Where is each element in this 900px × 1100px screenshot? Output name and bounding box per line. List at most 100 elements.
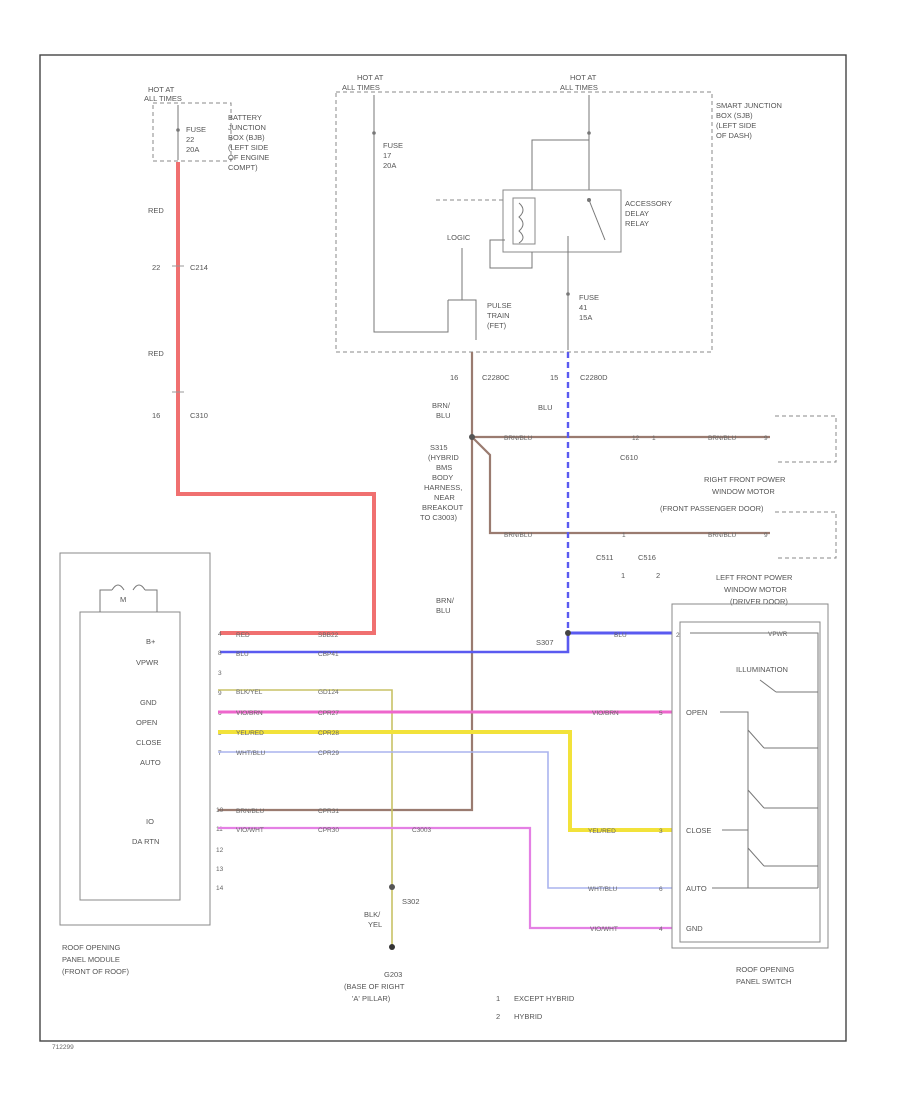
brn-blu-top-r: BRN/BLU <box>708 435 736 442</box>
wire-color-blu: BLU <box>236 651 249 658</box>
sjb-box <box>335 91 713 353</box>
pin-top-1: 12 <box>632 435 640 442</box>
wire-color-wht-blu: WHT/BLU <box>236 750 266 757</box>
note-2-ref: 2 <box>656 571 660 580</box>
module-pin-auto: AUTO <box>140 758 161 767</box>
circuit-sbb22: SBB22 <box>318 632 339 639</box>
module-inner-box <box>79 611 181 901</box>
module-pinnum-11: 14 <box>216 885 224 892</box>
logic-label: LOGIC <box>447 233 471 242</box>
module-pinnum-9: 12 <box>216 847 224 854</box>
s307-label: S307 <box>536 638 554 647</box>
module-pinnum-2: 3 <box>218 670 222 677</box>
ground-icon <box>389 944 395 950</box>
blu-label-1: BLU <box>538 403 553 412</box>
footnotes: 1 EXCEPT HYBRID 2 HYBRID <box>496 994 575 1021</box>
switch-close: CLOSE <box>686 826 711 835</box>
bjb-title-4: OF ENGINE <box>228 153 269 162</box>
module-pinnum-1: 8 <box>218 650 222 657</box>
brn-blu-1a: BRN/ <box>432 401 451 410</box>
roof-opening-panel-switch: BLU 2 VPWR ILLUMINATION VIO/BRN 5 OPEN Y… <box>588 603 829 986</box>
wire-color-yel-red: YEL/RED <box>236 730 264 737</box>
bjb-title-0: BATTERY <box>228 113 262 122</box>
s315-6: BREAKOUT <box>422 503 464 512</box>
relay-label-1: DELAY <box>625 209 649 218</box>
switch-title-0: ROOF OPENING <box>736 965 795 974</box>
bjb-title-3: (LEFT SIDE <box>228 143 268 152</box>
bjb-all-times: ALL TIMES <box>144 94 182 103</box>
bjb-fuse-label: FUSE <box>186 125 206 134</box>
circuit-cpr29: CPR29 <box>318 750 339 757</box>
wire-color-brn-blu: BRN/BLU <box>236 808 264 815</box>
brn-blu-bot-r: BRN/BLU <box>708 532 736 539</box>
module-title-0: ROOF OPENING <box>62 943 121 952</box>
red-wire: RED 22 C214 RED 16 C310 <box>148 162 376 635</box>
ground-section: S302 BLK/ YEL G203 (BASE OF RIGHT 'A' PI… <box>344 884 420 1003</box>
c511-label: C511 <box>596 553 613 562</box>
roof-opening-panel-module: M B+ VPWR GND OPEN CLOSE AUTO IO DA RTN … <box>59 552 224 976</box>
c516-label: C516 <box>638 553 656 562</box>
circuit-cbp41: CBP41 <box>318 651 339 658</box>
g203-1: (BASE OF RIGHT <box>344 982 405 991</box>
red-label-2: RED <box>148 349 164 358</box>
relay-label-0: ACCESSORY <box>625 199 672 208</box>
note-2-num: 2 <box>496 1012 500 1021</box>
fuse17-num: 17 <box>383 151 391 160</box>
module-pin-gnd: GND <box>140 698 157 707</box>
lfp-box <box>775 511 837 559</box>
smart-junction-box: HOT AT ALL TIMES HOT AT ALL TIMES SMART … <box>335 73 782 353</box>
circuit-cpr27: CPR27 <box>318 710 339 717</box>
fuse41-amp: 15A <box>579 313 592 322</box>
note-1-text: EXCEPT HYBRID <box>514 994 575 1003</box>
relay-box <box>502 189 622 253</box>
module-pinnum-7: 10 <box>216 807 224 814</box>
rfp-1: WINDOW MOTOR <box>712 487 775 496</box>
switch-pin-open: 5 <box>659 710 663 717</box>
brn-blu-bot: BRN/BLU <box>504 532 532 539</box>
switch-illumination: ILLUMINATION <box>736 665 788 674</box>
pulse-label-0: PULSE <box>487 301 512 310</box>
sjb-all-times-2: ALL TIMES <box>560 83 598 92</box>
module-pin-vpwr: VPWR <box>136 658 159 667</box>
sjb-all-times-1: ALL TIMES <box>342 83 380 92</box>
g203-0: G203 <box>384 970 402 979</box>
s315-7: TO C3003) <box>420 513 457 522</box>
battery-junction-box: HOT AT ALL TIMES FUSE 22 20A BATTERY JUN… <box>144 85 269 172</box>
fuse41-num: 41 <box>579 303 587 312</box>
switch-pin-auto: 6 <box>659 886 663 893</box>
c2280d-label: C2280D <box>580 373 608 382</box>
module-pin-io: IO <box>146 817 154 826</box>
relay-label-2: RELAY <box>625 219 649 228</box>
wire-color-red: RED <box>236 632 250 639</box>
pin-top-3: 9 <box>764 435 768 442</box>
s315-4: HARNESS, <box>424 483 462 492</box>
c2280c-label: C2280C <box>482 373 510 382</box>
sjb-title-2: (LEFT SIDE <box>716 121 756 130</box>
ground-blk-yel-1: YEL <box>368 920 382 929</box>
bjb-box <box>152 102 232 162</box>
module-pinnum-6: 7 <box>218 750 222 757</box>
g203-2: 'A' PILLAR) <box>352 994 391 1003</box>
fuse41-label: FUSE <box>579 293 599 302</box>
pulse-label-2: (FET) <box>487 321 507 330</box>
bjb-hot-at: HOT AT <box>148 85 175 94</box>
module-title-1: PANEL MODULE <box>62 955 120 964</box>
switch-pin-b: 2 <box>676 632 680 639</box>
module-pin-bplus: B+ <box>146 637 156 646</box>
switch-wht-blu: WHT/BLU <box>588 886 618 893</box>
sjb-title-0: SMART JUNCTION <box>716 101 782 110</box>
note-1-ref: 1 <box>621 571 625 580</box>
s302-label: S302 <box>402 897 420 906</box>
diagram-frame <box>39 54 847 1042</box>
window-motor-section: BRN/BLU 12 1 BRN/BLU 9 C610 RIGHT FRONT … <box>504 415 837 606</box>
circuit-cpr31: CPR31 <box>318 808 339 815</box>
c3003-label: C3003 <box>412 827 432 834</box>
sjb-title-1: BOX (SJB) <box>716 111 753 120</box>
module-pinnum-8: 11 <box>216 826 223 833</box>
bjb-title-2: BOX (BJB) <box>228 133 265 142</box>
sjb-hot-at-1: HOT AT <box>357 73 384 82</box>
c310-label: C310 <box>190 411 208 420</box>
relay-coil <box>512 197 536 245</box>
switch-pin-close: 3 <box>659 828 663 835</box>
note-2-text: HYBRID <box>514 1012 543 1021</box>
